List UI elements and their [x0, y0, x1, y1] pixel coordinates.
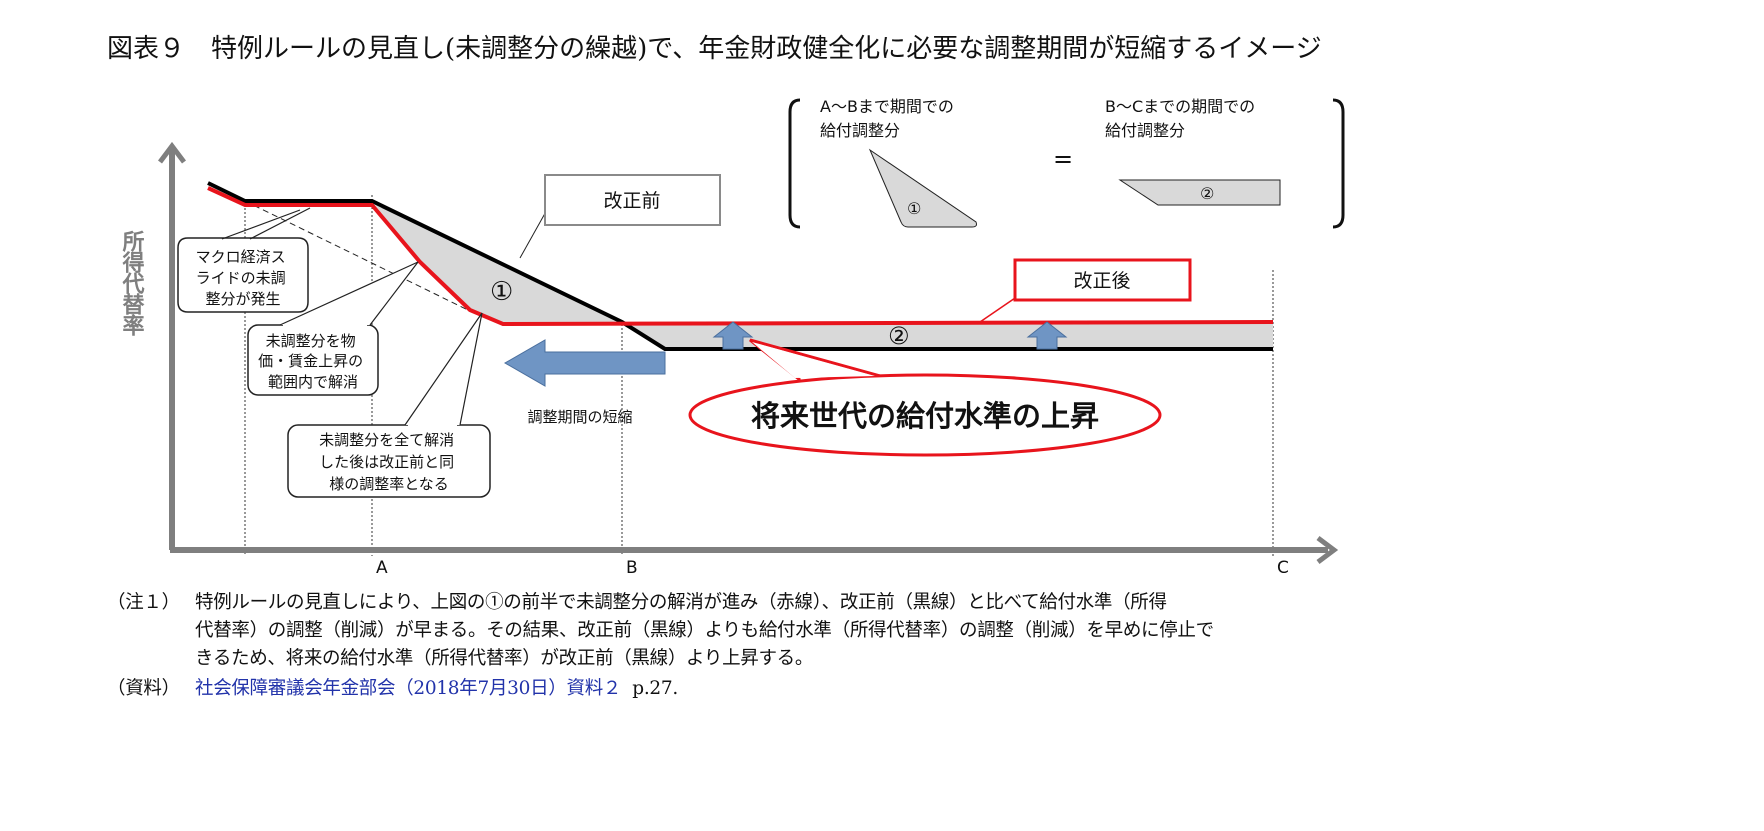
bubble-1-pointer	[221, 209, 301, 240]
rise-ellipse	[688, 373, 1162, 457]
after-reform-box	[1013, 258, 1192, 302]
bubble-3-line: 未調整分を全て解消	[319, 431, 454, 449]
region-1-label: ①	[490, 277, 513, 307]
bubble-2-text: 未調整分を物 価・賃金上昇の 範囲内で解消	[258, 332, 368, 391]
bubble-2-line: 範囲内で解消	[268, 373, 358, 391]
region-2	[622, 322, 1273, 349]
note-1-label: （注１）	[107, 592, 180, 613]
note-1: （注１） 特例ルールの見直しにより、上図の①の前半で未調整分の解消が進み（赤線）、…	[107, 588, 1167, 614]
up-arrow-icon	[1026, 321, 1068, 350]
legend-left-line: A～Bまで期間での	[820, 97, 954, 116]
page-title: 図表９ 特例ルールの見直し(未調整分の繰越)で、年金財政健全化に必要な調整期間が…	[107, 34, 1322, 64]
note-1-line: きるため、将来の給付水準（所得代替率）が改正前（黒線）より上昇する。	[195, 648, 814, 669]
before-reform-label: 改正前	[603, 190, 660, 212]
legend-text: A～Bまで期間での 給付調整分 B～Cまでの期間での 給付調整分	[820, 97, 1260, 140]
bubble-2-line: 未調整分を物	[266, 332, 356, 350]
x-tick-c: C	[1277, 558, 1289, 578]
bubble-3-line: した後は改正前と同	[319, 453, 454, 471]
bubble-1-line: マクロ経済ス	[196, 248, 286, 266]
after-reform-line	[207, 186, 1274, 327]
bubble-3	[287, 424, 491, 498]
rise-label: 将来世代の給付水準の上昇	[751, 399, 1099, 433]
legend-left-line: 給付調整分	[820, 121, 900, 140]
bubble-1	[177, 237, 309, 313]
legend-equation: A～Bまで期間での 給付調整分 B～Cまでの期間での 給付調整分 ① = ②	[788, 97, 1345, 229]
arrows	[503, 321, 1068, 387]
x-tick-a: A	[376, 558, 388, 578]
bubble-2-pointer	[279, 261, 419, 326]
up-arrow-icon	[712, 321, 754, 350]
y-axis-label: 所得代替率	[119, 230, 146, 336]
dashed-reference-line	[244, 200, 473, 313]
ellipse-callout-tail-fill	[752, 342, 875, 378]
source-page: p.27.	[632, 678, 678, 699]
period-gridlines	[244, 195, 1274, 556]
axes	[158, 141, 1339, 564]
legend-right-line: 給付調整分	[1105, 121, 1185, 140]
bubble-3-text: 未調整分を全て解消 した後は改正前と同 様の調整率となる	[319, 431, 459, 493]
after-reform-label: 改正後	[1073, 270, 1130, 292]
bubble-1-text: マクロ経済ス ライドの未調 整分が発生	[196, 248, 291, 308]
legend-left-bracket	[788, 98, 801, 229]
bubble-1-line: 整分が発生	[205, 290, 280, 308]
shorten-label: 調整期間の短縮	[527, 408, 632, 426]
y-axis-arrow-icon	[158, 141, 186, 164]
x-axis-arrow-icon	[1316, 536, 1339, 564]
before-box-leader	[519, 207, 549, 259]
source-label: （資料）	[107, 678, 180, 699]
legend-right-line: B～Cまでの期間での	[1105, 97, 1255, 116]
shorten-arrow-icon	[503, 339, 666, 387]
bubble-1-pointer	[249, 207, 311, 240]
source-link[interactable]: 社会保障審議会年金部会（2018年7月30日）資料２	[195, 678, 622, 699]
legend-triangle-shape	[868, 148, 977, 228]
bubble-3-pointer	[404, 312, 483, 426]
note-1-line: 特例ルールの見直しにより、上図の①の前半で未調整分の解消が進み（赤線）、改正前（…	[195, 592, 1167, 613]
bubble-2-line: 価・賃金上昇の	[258, 352, 363, 370]
legend-parallelogram-shape	[1118, 179, 1281, 206]
legend-equals: =	[1053, 145, 1073, 173]
note-1-line: 代替率）の調整（削減）が早まる。その結果、改正前（黒線）よりも給付水準（所得代替…	[195, 620, 1214, 641]
region-2-label: ②	[888, 322, 910, 350]
before-reform-box	[544, 174, 721, 226]
x-tick-b: B	[626, 558, 638, 578]
after-box-leader	[979, 295, 1019, 323]
bubble-1-line: ライドの未調	[196, 269, 286, 287]
legend-right-mark: ②	[1200, 184, 1214, 203]
bubble-3-line: 様の調整率となる	[329, 475, 449, 493]
legend-left-mark: ①	[907, 199, 921, 218]
source-note: （資料） 社会保障審議会年金部会（2018年7月30日）資料２ p.27.	[107, 674, 678, 700]
legend-right-bracket	[1332, 98, 1345, 229]
